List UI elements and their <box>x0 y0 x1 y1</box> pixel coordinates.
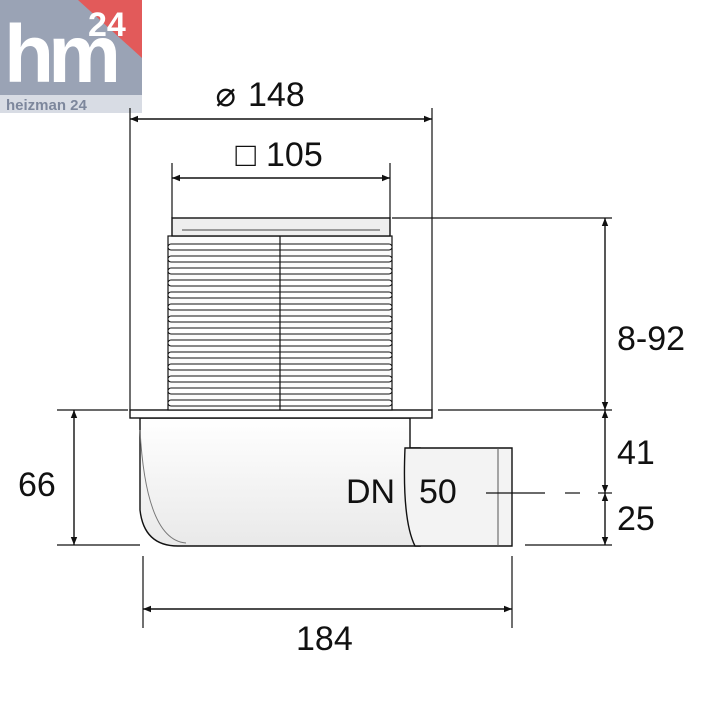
drain-bowl-inner-curve <box>139 429 187 544</box>
drain-body <box>129 217 513 547</box>
logo-brand-number: 24 <box>88 6 126 44</box>
outlet-size-value: 50 <box>419 473 457 511</box>
logo-brand-letters: hm <box>4 9 116 100</box>
dim-value-25: 25 <box>617 500 655 538</box>
top-grate <box>171 217 391 237</box>
outlet-size-label: DN 50 <box>346 473 457 511</box>
dim-value-105: 105 <box>266 136 323 174</box>
logo-tagline-bar <box>0 95 142 113</box>
dim-label-148: ⌀ 148 <box>216 76 305 114</box>
extension-lines <box>57 108 612 628</box>
dim-value-184: 184 <box>296 620 353 658</box>
logo-tagline: heizman 24 <box>6 97 88 114</box>
square-symbol-icon: □ <box>235 136 256 174</box>
dim-value-66: 66 <box>18 466 56 504</box>
logo-accent-corner <box>78 0 142 58</box>
heizman24-logo: hm 24 heizman 24 <box>0 0 142 114</box>
dimension-lines <box>70 115 609 613</box>
outlet-pipe <box>403 447 513 547</box>
drain-flange <box>129 409 433 419</box>
extension-ribs <box>167 243 393 407</box>
dim-label-105: □ 105 <box>235 136 322 174</box>
dim-value-8-92: 8-92 <box>617 320 685 358</box>
diameter-symbol-icon: ⌀ <box>216 76 236 114</box>
dim-value-148: 148 <box>248 76 305 114</box>
dim-value-41: 41 <box>617 434 655 472</box>
outlet-size-prefix: DN <box>346 473 395 511</box>
